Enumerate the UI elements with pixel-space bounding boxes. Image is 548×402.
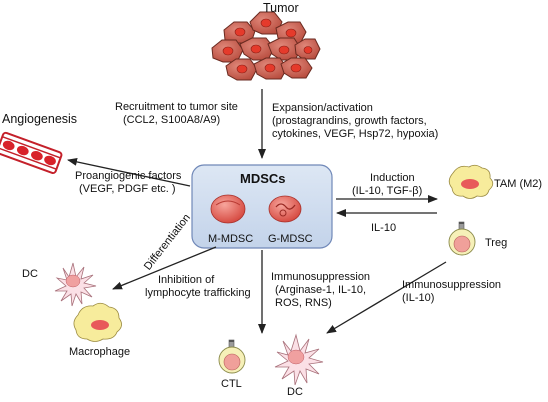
proangiogenic-line2: (VEGF, PDGF etc. ) [79, 183, 176, 195]
arrow-mdsc-to-angiogenesis [67, 157, 191, 187]
ctl-cell-icon [218, 339, 246, 374]
dc-left-label: DC [22, 268, 38, 280]
treg-cell-icon [448, 221, 476, 256]
g-mdsc-cell-icon [268, 195, 302, 223]
tumor-cluster-icon [211, 11, 321, 81]
inhibition-line1: Inhibition of [158, 274, 215, 286]
m-mdsc-cell-icon [210, 194, 246, 224]
proangiogenic-line1: Proangiogenic factors [75, 170, 182, 182]
mdscs-title: MDSCs [240, 171, 286, 186]
arrow-mdsc-to-dc [112, 246, 217, 290]
immunosuppression-mid-line2: (Arginase-1, IL-10, [275, 284, 367, 296]
expansion-line1: Expansion/activation [272, 102, 373, 114]
dc-bottom-label: DC [287, 386, 303, 398]
angiogenesis-label: Angiogenesis [2, 112, 78, 126]
immunosuppression-right-line1: Immunosuppression [402, 279, 502, 291]
tam-label: TAM (M2) [494, 178, 543, 190]
expansion-line2: (prostagrandins, growth factors, [272, 115, 427, 127]
m-mdsc-label: M-MDSC [208, 233, 254, 245]
mdsc-box [191, 164, 333, 249]
immunosuppression-mid-line1: Immunosuppression [271, 271, 371, 283]
g-mdsc-label: G-MDSC [268, 233, 313, 245]
immunosuppression-right-line2: (IL-10) [402, 292, 435, 304]
blood-vessel-icon [0, 131, 63, 175]
dendritic-cell-left-icon [54, 262, 97, 307]
immunosuppression-mid-line3: ROS, RNS) [275, 297, 332, 309]
arrows [67, 89, 447, 334]
inhibition-line2: lymphocyte trafficking [145, 287, 251, 299]
induction-line2: (IL-10, TGF-β) [352, 185, 423, 197]
recruitment-line2: (CCL2, S100A8/A9) [123, 114, 221, 126]
macrophage-label: Macrophage [69, 346, 131, 358]
tam-macrophage-icon [448, 164, 494, 199]
ctl-label: CTL [221, 378, 242, 390]
dendritic-cell-bottom-icon [274, 333, 324, 386]
recruitment-line1: Recruitment to tumor site [115, 101, 238, 113]
il10-back-label: IL-10 [371, 222, 397, 234]
induction-line1: Induction [370, 172, 415, 184]
expansion-line3: cytokines, VEGF, Hsp72, hypoxia) [272, 128, 439, 140]
macrophage-icon [73, 302, 122, 342]
treg-label: Treg [485, 237, 508, 249]
tumor-label: Tumor [263, 1, 299, 15]
arrow-treg-to-dc [326, 261, 447, 334]
